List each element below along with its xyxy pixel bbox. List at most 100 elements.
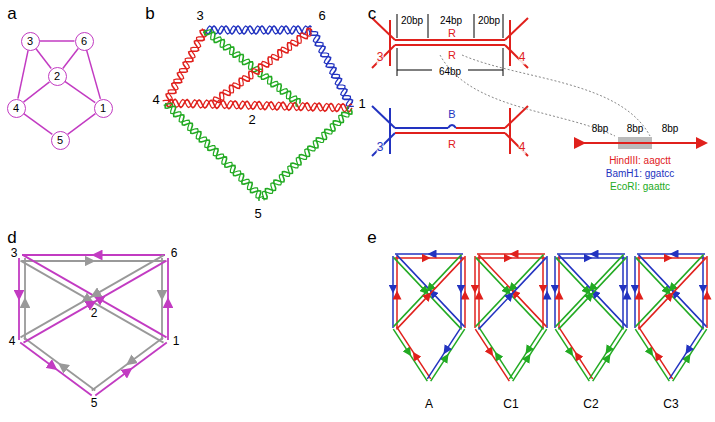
callout-label: C2	[583, 398, 598, 411]
callout-label: 5	[91, 397, 98, 410]
strand	[637, 253, 671, 255]
strand	[392, 256, 394, 292]
strand	[396, 293, 430, 329]
vertex-number: 2	[54, 71, 60, 82]
strand	[513, 355, 530, 381]
strand	[639, 327, 656, 353]
callout-label: 4	[9, 335, 16, 348]
strand	[634, 292, 636, 328]
strand	[478, 255, 512, 291]
strand	[392, 292, 394, 328]
strand	[638, 293, 672, 329]
strand	[428, 255, 462, 291]
strand	[656, 353, 673, 379]
vertex-number: 5	[57, 135, 63, 146]
graph-vertex: 4	[7, 99, 26, 118]
strand	[672, 291, 706, 327]
strand	[394, 257, 428, 293]
strand	[509, 353, 526, 379]
strand	[592, 257, 626, 293]
strand	[22, 254, 94, 256]
callout-label: R	[448, 49, 456, 61]
graph-vertex: 3	[21, 32, 40, 51]
callout-label: R	[448, 138, 456, 150]
strand	[634, 256, 636, 292]
strand	[444, 327, 461, 353]
strand	[60, 364, 96, 391]
strand	[510, 293, 544, 329]
graph-vertex: 2	[48, 67, 67, 86]
strand	[474, 256, 476, 292]
strand	[606, 327, 623, 353]
callout-label: 3	[377, 141, 384, 154]
strand	[167, 258, 169, 299]
strand	[20, 342, 56, 369]
callout-label: 4	[152, 93, 159, 107]
strand	[671, 253, 705, 255]
callout-label: 2	[91, 307, 98, 320]
helix-strand	[262, 109, 352, 199]
callout-label: R	[448, 27, 456, 39]
strand	[477, 253, 511, 255]
strand	[576, 353, 593, 379]
callout-label: 3	[11, 247, 18, 260]
graph-vertex: 6	[75, 32, 94, 51]
callout-label: 6	[318, 9, 325, 23]
strand	[559, 327, 576, 353]
strand	[18, 258, 20, 299]
strand	[670, 293, 704, 329]
callout-label: 1	[358, 97, 365, 111]
site-arrow	[584, 137, 706, 149]
strand	[590, 255, 624, 291]
junction-structure	[372, 106, 528, 156]
panel-letter: b	[145, 5, 154, 24]
strand	[555, 329, 572, 355]
strand	[56, 369, 92, 396]
strand	[589, 353, 606, 379]
helix-strand	[203, 30, 298, 107]
callout-label: A	[425, 398, 433, 411]
helix-strand	[163, 29, 207, 101]
helix-strand	[213, 27, 311, 101]
strand	[636, 257, 670, 293]
callout-label: 6	[171, 247, 178, 260]
strand	[690, 329, 707, 355]
callout-label: 4	[519, 141, 526, 154]
strand	[23, 302, 95, 343]
graph-edge	[68, 114, 96, 135]
helix-strand	[166, 99, 352, 112]
panel-letter: c	[368, 5, 377, 24]
leader-curves	[440, 55, 650, 136]
callout-label: 1	[173, 335, 180, 348]
vertex-number: 1	[100, 103, 106, 114]
strand	[18, 299, 20, 340]
strand	[476, 291, 510, 327]
helix-strand	[166, 30, 205, 104]
vertex-number: 6	[81, 36, 87, 47]
strand	[95, 369, 131, 396]
strand	[512, 291, 546, 327]
strand	[21, 296, 93, 337]
dimension-lines	[397, 14, 503, 76]
enzyme-site: BamH1: ggatcc	[606, 168, 674, 179]
strand	[131, 342, 167, 369]
strand	[94, 254, 166, 256]
callout-label: 8bp	[627, 123, 644, 134]
strand	[556, 257, 590, 293]
strand	[512, 257, 546, 293]
strand	[464, 292, 466, 328]
strand	[558, 293, 592, 329]
strand	[24, 338, 60, 365]
strand	[429, 253, 463, 255]
strand	[167, 299, 169, 340]
strand	[395, 253, 429, 255]
vertex-number: 3	[27, 36, 33, 47]
strand	[427, 353, 444, 379]
strand	[478, 293, 512, 329]
strand	[591, 253, 625, 255]
strand	[21, 261, 93, 302]
strand	[546, 256, 548, 292]
strand	[686, 327, 703, 353]
